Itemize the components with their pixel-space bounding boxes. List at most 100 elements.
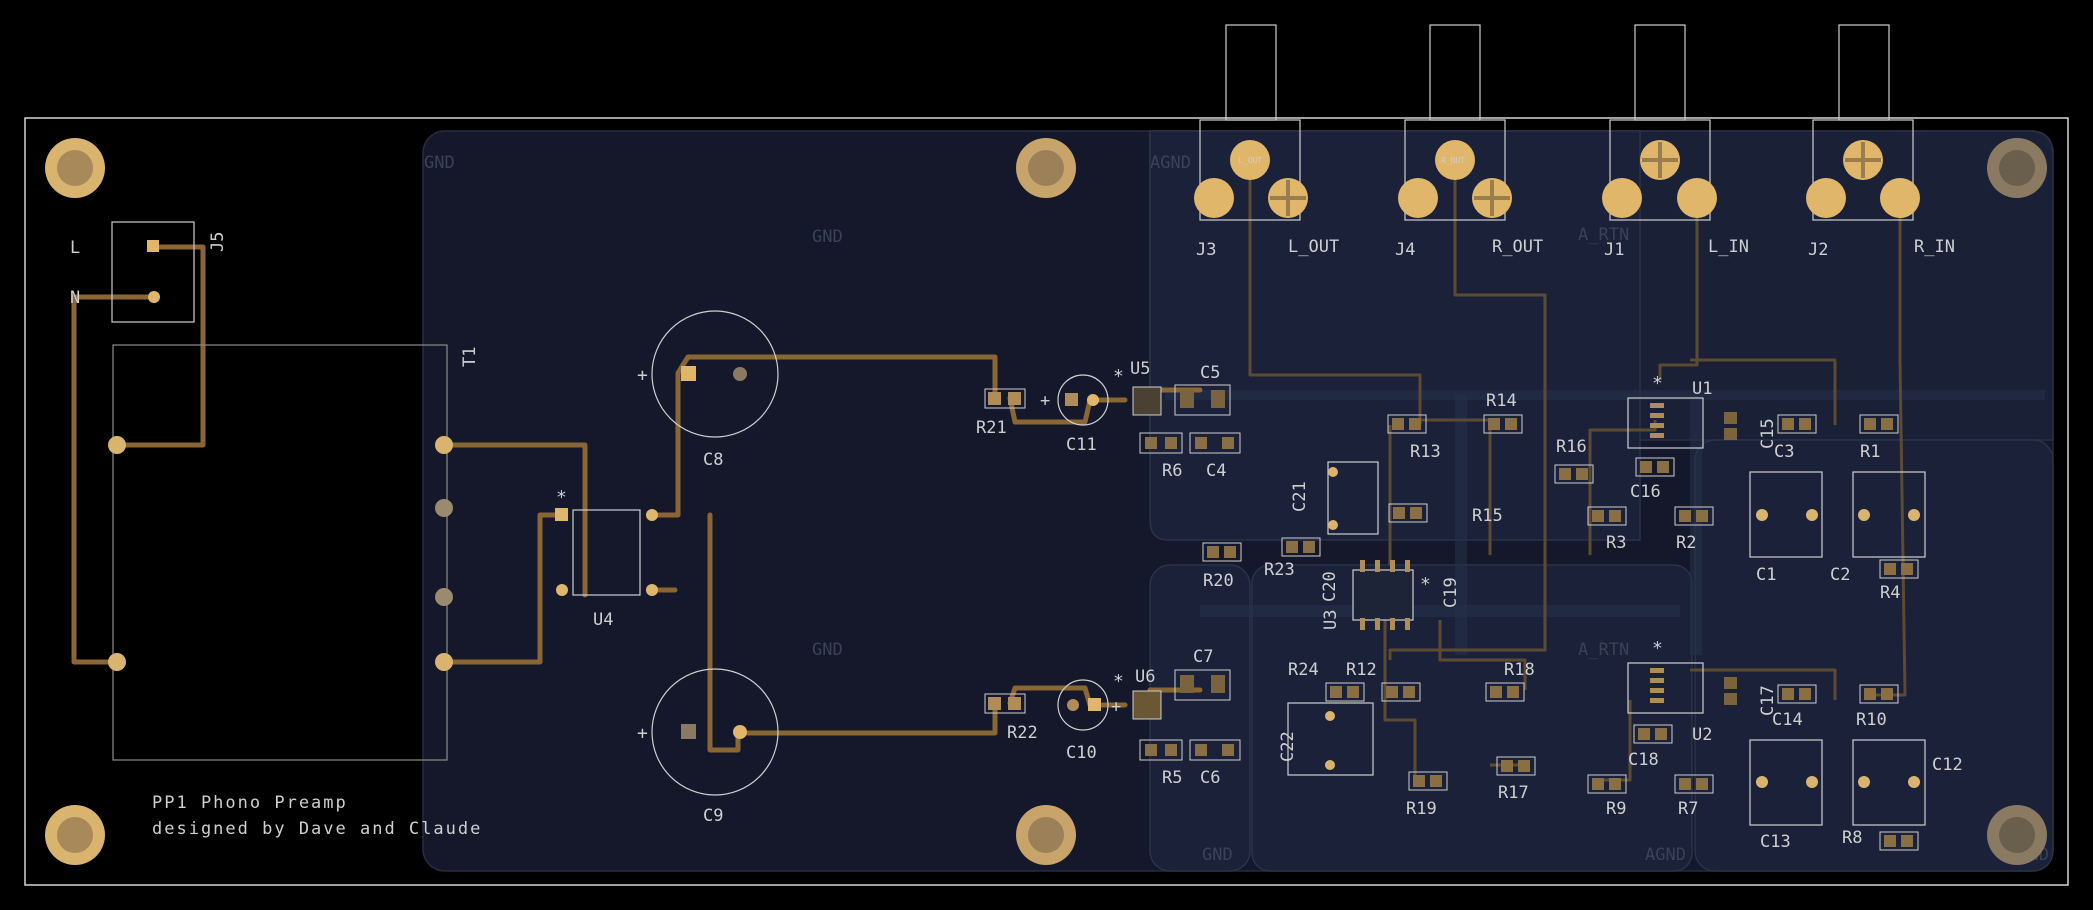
zone-label-bottom-gnd: GND [1202, 845, 1233, 865]
u4-pad-3 [556, 584, 568, 596]
title-line-1: PP1 Phono Preamp [152, 793, 348, 813]
zone-rail-1 [1165, 390, 2045, 400]
capacitor-c9: + [637, 668, 779, 796]
label-r10: R10 [1856, 710, 1887, 730]
smd-parts [1202, 414, 1919, 851]
smd-r4 [1879, 559, 1919, 579]
label-c16: C16 [1630, 482, 1661, 502]
smd-r1 [1859, 414, 1899, 434]
title-line-2: designed by Dave and Claude [152, 819, 482, 839]
zone-label-gnd-left: GND [424, 153, 455, 173]
trace-jout-r [1388, 160, 1547, 660]
regulator-parts: + + [984, 374, 1241, 761]
star-u1: * [1652, 373, 1663, 394]
label-c10: C10 [1066, 743, 1097, 763]
pad-label-r-out: R_OUT [1441, 156, 1465, 165]
traces [71, 244, 1203, 753]
label-r8: R8 [1842, 828, 1862, 848]
c10-pad-b [1088, 698, 1101, 711]
smd-r3 [1587, 506, 1627, 526]
label-c13: C13 [1760, 832, 1791, 852]
label-r16: R16 [1556, 437, 1587, 457]
zone-rail-2 [1200, 605, 1680, 617]
rca-jacks: L_OUT R_OUT [1194, 24, 1920, 221]
label-r15: R15 [1472, 506, 1503, 526]
label-c7: C7 [1193, 647, 1213, 667]
trace-jout-l [1248, 160, 1422, 425]
opamp-u3 [1352, 560, 1414, 630]
star-u2: * [1652, 638, 1663, 659]
trace-u2-c17 [1690, 668, 1837, 700]
t1-pin-1 [108, 436, 126, 454]
trace-u3-r18 [1438, 620, 1527, 690]
zone-lower-right [1694, 439, 2054, 872]
mounting-holes [45, 138, 2047, 865]
c11-pad-a [1065, 393, 1078, 406]
capacitor-c8: + [637, 310, 779, 438]
smd-r9 [1587, 774, 1627, 794]
j5-pad-n [148, 291, 160, 303]
label-t1: T1 [460, 347, 480, 367]
zone-rail-3 [1455, 395, 1467, 655]
trace-u4-c8 [649, 354, 998, 518]
t1-pin-2 [108, 653, 126, 671]
label-j5: J5 [208, 232, 228, 252]
r21-pad-b [1008, 392, 1021, 405]
label-r17: R17 [1498, 783, 1529, 803]
label-u2: U2 [1692, 725, 1712, 745]
c6-pad-b [1222, 744, 1234, 756]
c7-pad-a [1180, 675, 1194, 693]
t1-pin-3 [435, 436, 453, 454]
label-l-out: L_OUT [1288, 237, 1339, 257]
svg-text:+: + [637, 365, 648, 386]
label-u1: U1 [1692, 379, 1712, 399]
label-r13: R13 [1410, 442, 1441, 462]
star-u6: * [1113, 671, 1124, 692]
label-c3: C3 [1774, 442, 1794, 462]
c9-pad-minus [681, 724, 696, 739]
smd-r24 [1325, 682, 1365, 702]
label-c21: C21 [1290, 481, 1310, 512]
c6-pad-a [1195, 744, 1207, 756]
star-u5: * [1113, 366, 1124, 387]
r5-pad-a [1145, 744, 1157, 756]
smd-r15 [1388, 503, 1428, 523]
label-mains-l: L [70, 238, 80, 258]
label-c5: C5 [1200, 363, 1220, 383]
r6-pad-a [1145, 437, 1157, 449]
t1-pin-4 [435, 499, 453, 517]
zone-label-gnd-upper: GND [812, 227, 843, 247]
trace-t1-sec-b [441, 512, 563, 665]
silkscreen-labels: L N J5 T1 U4 C8 C9 R21 R22 C11 C10 U5 U6… [70, 232, 1963, 852]
label-c14: C14 [1772, 710, 1803, 730]
label-r4: R4 [1880, 583, 1900, 603]
r22-pad-a [988, 697, 1001, 710]
trace-u3-r19 [1383, 620, 1417, 778]
c4-pad-a [1195, 437, 1207, 449]
pad-label-l-out: L_OUT [1238, 156, 1262, 165]
label-r21: R21 [976, 418, 1007, 438]
u5-body [1132, 386, 1162, 416]
jack-j4 [1398, 24, 1512, 221]
u6-body [1132, 690, 1162, 720]
smd-r2 [1674, 506, 1714, 526]
label-c2: C2 [1830, 565, 1850, 585]
smd-r13 [1387, 414, 1427, 434]
label-c11: C11 [1066, 435, 1097, 455]
smd-c3 [1777, 414, 1817, 434]
label-r18: R18 [1504, 660, 1535, 680]
trace-c9-out [707, 512, 741, 753]
label-c4: C4 [1206, 461, 1226, 481]
label-r14: R14 [1486, 391, 1517, 411]
label-r23: R23 [1264, 560, 1295, 580]
trace-r21-u5 [1007, 395, 1128, 425]
smd-r18 [1485, 682, 1525, 702]
svg-text:+: + [1040, 391, 1050, 411]
c10-pad-a [1067, 699, 1079, 711]
label-c1: C1 [1756, 565, 1776, 585]
jack-j2 [1806, 24, 1920, 221]
smd-r23 [1281, 537, 1321, 557]
svg-text:+: + [1111, 697, 1121, 717]
board-title: PP1 Phono Preamp designed by Dave and Cl… [152, 793, 482, 839]
thin-traces [1248, 160, 1907, 782]
